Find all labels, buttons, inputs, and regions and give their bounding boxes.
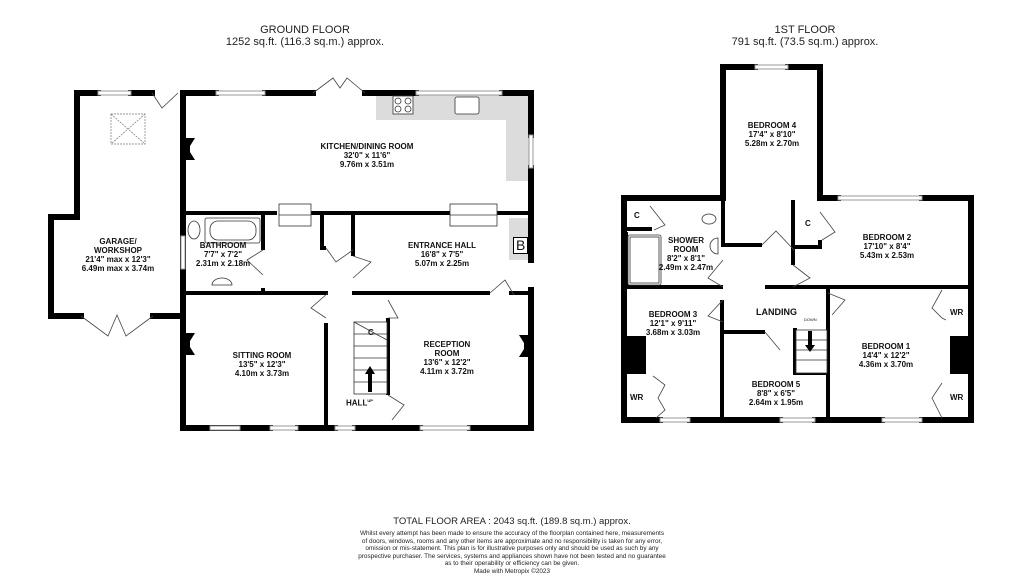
room-dims-imperial: 21'4" max x 12'3" xyxy=(85,255,151,264)
room-dims-metric: 4.10m x 3.73m xyxy=(234,369,290,378)
ground-floor-title: GROUND FLOOR xyxy=(260,24,350,36)
room-name: GARAGE/ xyxy=(99,237,137,246)
basin-icon xyxy=(709,237,719,255)
room-dims-metric: 2.49m x 2.47m xyxy=(658,263,714,272)
room-name: BEDROOM 2 xyxy=(862,233,912,242)
room-name: SHOWER xyxy=(667,236,704,245)
room-bedroom-5: BEDROOM 5 8'8" x 6'5" 2.64m x 1.95m xyxy=(749,380,803,407)
room-bedroom-1: BEDROOM 1 14'4" x 12'2" 4.36m x 3.70m xyxy=(859,342,913,369)
room-sitting-room: SITTING ROOM 13'5" x 12'3" 4.10m x 3.73m xyxy=(233,351,292,378)
room-dims-imperial: 17'10" x 8'4" xyxy=(863,242,911,251)
room-dims-imperial: 12'1" x 9'11" xyxy=(649,319,697,328)
room-dims-metric: 5.28m x 2.70m xyxy=(744,139,800,148)
room-bedroom-3: BEDROOM 3 12'1" x 9'11" 3.68m x 3.03m xyxy=(646,310,700,337)
room-reception-room: RECEPTION ROOM 13'6" x 12'2" 4.11m x 3.7… xyxy=(420,340,474,376)
first-floor-area: 791 sq.ft. (73.5 sq.m.) approx. xyxy=(731,36,879,48)
metropix-credit: Made with Metropix ©2023 xyxy=(473,567,551,575)
room-dims-metric: 3.68m x 3.03m xyxy=(645,328,701,337)
room-dims-imperial: 8'8" x 6'5" xyxy=(756,389,796,398)
room-dims-imperial: 14'4" x 12'2" xyxy=(862,351,910,360)
room-dims-metric: 5.07m x 2.25m xyxy=(414,259,470,268)
room-shower-room: SHOWER ROOM 8'2" x 8'1" 2.49m x 2.47m xyxy=(659,236,713,272)
room-name: HALL xyxy=(346,398,368,408)
disclaimer-line: Whilst every attempt has been made to en… xyxy=(359,530,665,537)
stairs-up-label: UP xyxy=(367,398,373,403)
bedroom1-wardrobe-top-label: WR xyxy=(950,308,964,317)
first-floor-wall xyxy=(621,64,726,423)
kitchen-counter xyxy=(376,94,531,181)
door-swing xyxy=(151,92,179,109)
room-dims-metric: 2.31m x 2.18m xyxy=(195,259,251,268)
disclaimer: Whilst every attempt has been made to en… xyxy=(0,530,1024,576)
room-bedroom-4: BEDROOM 4 17'4" x 8'10" 5.28m x 2.70m xyxy=(745,121,799,148)
room-bathroom: BATHROOM 7'7" x 7'2" 2.31m x 2.18m xyxy=(196,241,250,268)
room-dims-imperial: 17'4" x 8'10" xyxy=(748,130,796,139)
room-landing: LANDING xyxy=(756,307,797,317)
room-name: BEDROOM 5 xyxy=(751,380,801,389)
room-name: BEDROOM 4 xyxy=(747,121,797,130)
toilet-icon xyxy=(187,220,201,240)
room-dims-imperial: 13'5" x 12'3" xyxy=(238,360,286,369)
room-kitchen: KITCHEN/DINING ROOM 32'0" x 11'6" 9.76m … xyxy=(321,142,414,169)
sink-icon xyxy=(454,96,480,115)
room-dims-metric: 4.11m x 3.72m xyxy=(420,367,474,376)
room-name: BEDROOM 1 xyxy=(861,342,911,351)
ground-floor-plan xyxy=(48,77,534,431)
room-dims-imperial: 8'2" x 8'1" xyxy=(666,254,706,263)
first-floor-title-block: 1ST FLOOR 791 sq.ft. (73.5 sq.m.) approx… xyxy=(680,24,930,48)
skylight-icon xyxy=(110,113,146,145)
bedroom3-wardrobe-label: WR xyxy=(630,393,644,402)
shower-room-cupboard-label: C xyxy=(634,211,640,220)
room-dims-imperial: 32'0" x 11'6" xyxy=(343,151,391,160)
room-bedroom-2: BEDROOM 2 17'10" x 8'4" 5.43m x 2.53m xyxy=(860,233,914,260)
room-entrance-hall: ENTRANCE HALL 16'8" x 7'5" 5.07m x 2.25m xyxy=(408,241,476,268)
understairs-cupboard-label: C xyxy=(368,328,374,337)
total-floor-area: TOTAL FLOOR AREA : 2043 sq.ft. (189.8 sq… xyxy=(393,516,631,527)
room-name: WORKSHOP xyxy=(94,246,142,255)
stairs-up-arrow-icon xyxy=(365,366,375,392)
room-dims-imperial: 7'7" x 7'2" xyxy=(203,250,243,259)
stairs-down-label: DOWN xyxy=(804,317,817,322)
room-name: SITTING ROOM xyxy=(232,351,292,360)
room-name: ROOM xyxy=(673,245,699,254)
room-hall: HALLUP xyxy=(346,398,373,408)
stairs-down-arrow-icon xyxy=(805,331,815,352)
disclaimer-line: of doors, windows, rooms and any other i… xyxy=(361,537,663,545)
chimney-breast xyxy=(624,336,646,374)
room-name: BEDROOM 3 xyxy=(648,310,698,319)
room-name: KITCHEN/DINING ROOM xyxy=(320,142,414,151)
room-dims-metric: 2.64m x 1.95m xyxy=(748,398,804,407)
room-dims-metric: 5.43m x 2.53m xyxy=(859,251,915,260)
room-name: RECEPTION xyxy=(423,340,471,349)
first-floor-title: 1ST FLOOR xyxy=(774,24,836,36)
room-garage: GARAGE/ WORKSHOP 21'4" max x 12'3" 6.49m… xyxy=(82,237,155,273)
ground-floor-area: 1252 sq.ft. (116.3 sq.m.) approx. xyxy=(225,36,385,48)
window xyxy=(97,90,132,96)
disclaimer-line: prospective purchaser. The services, sys… xyxy=(358,552,666,560)
basin-icon xyxy=(211,277,233,286)
disclaimer-line: as to their operability or efficiency ca… xyxy=(444,560,580,568)
room-name: BATHROOM xyxy=(199,241,247,250)
room-dims-imperial: 13'6" x 12'2" xyxy=(423,358,471,367)
room-dims-imperial: 16'8" x 7'5" xyxy=(420,250,464,259)
room-dims-metric: 6.49m max x 3.74m xyxy=(81,264,155,273)
toilet-icon xyxy=(701,213,717,225)
fireplace-icon xyxy=(185,138,195,160)
bedroom1-wardrobe-bottom-label: WR xyxy=(950,393,964,402)
room-dims-metric: 4.36m x 3.70m xyxy=(858,360,914,369)
garage-wall xyxy=(48,90,84,319)
ground-floor-title-block: GROUND FLOOR 1252 sq.ft. (116.3 sq.m.) a… xyxy=(180,24,430,48)
disclaimer-line: omission or mis-statement. This plan is … xyxy=(365,545,659,553)
first-floor-plan xyxy=(621,64,974,423)
boiler-label: B xyxy=(513,237,529,254)
room-name: ENTRANCE HALL xyxy=(408,241,476,250)
room-dims-metric: 9.76m x 3.51m xyxy=(339,160,395,169)
room-name: ROOM xyxy=(434,349,460,358)
bedroom2-cupboard-label: C xyxy=(805,219,811,228)
